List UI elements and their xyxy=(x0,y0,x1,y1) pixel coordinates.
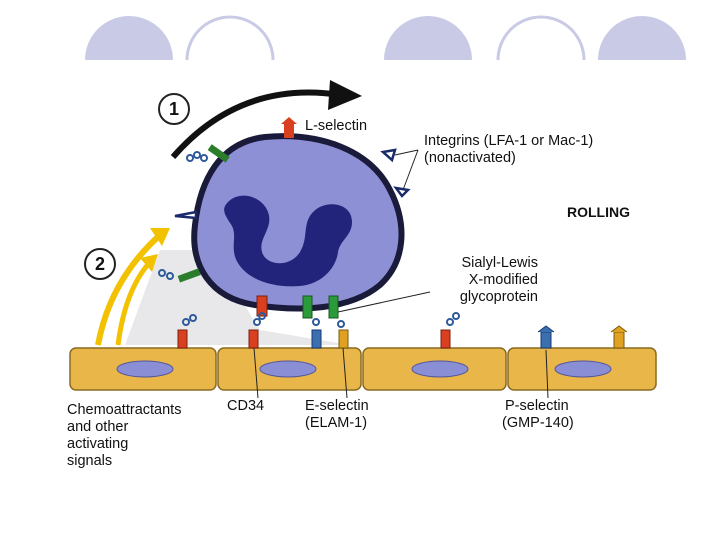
glycan-dot xyxy=(200,154,208,162)
step-number-1: 1 xyxy=(158,93,190,125)
p-selectin-label-line1: P-selectin xyxy=(505,398,569,414)
header-circle-4 xyxy=(496,15,586,60)
glycan-dot xyxy=(186,154,194,162)
integrin-group xyxy=(158,144,411,283)
endothelial-nucleus xyxy=(411,360,469,378)
leukocyte xyxy=(191,133,405,312)
leukocyte-nucleus xyxy=(224,195,352,287)
glycan-dot xyxy=(166,272,174,280)
header-circle-5 xyxy=(598,16,686,60)
l-selectin-bottom xyxy=(256,295,268,317)
callout-lines xyxy=(253,149,549,399)
cd34-molecule xyxy=(248,329,259,349)
endothelial-nucleus xyxy=(116,360,174,378)
endothelium xyxy=(69,347,657,391)
header-circle-1 xyxy=(85,16,173,60)
e-selectin-yellow xyxy=(338,329,349,349)
chemoattractants-label-line4: signals xyxy=(67,453,113,469)
chemoattractants-label-line1: Chemoattractants xyxy=(67,402,182,418)
sialyl-label-line3: glycoprotein xyxy=(459,289,538,305)
step-number-2: 2 xyxy=(84,248,116,280)
glycan-dot xyxy=(193,151,201,159)
cd34-label: CD34 xyxy=(227,398,265,414)
header-circle-3 xyxy=(384,16,472,60)
e-selectin-blue xyxy=(311,329,322,349)
sialyl-label-line2: X-modified xyxy=(468,272,538,288)
p-selectin-blue xyxy=(537,325,555,349)
e-selectin-label-line2: (ELAM-1) xyxy=(305,415,368,431)
endothelial-glycans xyxy=(182,312,460,328)
integrins-label-line2: (nonactivated) xyxy=(424,150,516,166)
chemoattractants-label-line3: activating xyxy=(67,436,129,452)
p-selectin-label-line2: (GMP-140) xyxy=(502,415,574,431)
integrin-nonactivated xyxy=(174,210,198,220)
chemoattractant-arrows xyxy=(95,228,170,346)
rotation-arrowhead xyxy=(328,80,362,110)
chemoattractants-label-line2: and other xyxy=(67,419,129,435)
endothelial-nucleus xyxy=(554,360,612,378)
integrin-stalk xyxy=(177,268,201,283)
endothelial-nucleus xyxy=(259,360,317,378)
glycan-dot xyxy=(158,269,166,277)
l-selectin-top xyxy=(281,117,297,138)
cd34-molecule xyxy=(440,329,451,349)
l-selectin-label: L-selectin xyxy=(305,118,368,134)
header-circle-2 xyxy=(185,15,275,60)
rolling-label: ROLLING xyxy=(567,204,630,220)
cd34-molecule xyxy=(177,329,188,349)
integrin-stalk xyxy=(207,144,230,163)
integrins-label-line1: Integrins (LFA-1 or Mac-1) xyxy=(424,133,594,149)
sialyl-glycoprotein xyxy=(302,295,313,319)
e-selectin-label-line1: E-selectin xyxy=(305,398,369,414)
slide-header-decoration xyxy=(85,15,686,60)
rotation-arrow xyxy=(170,89,341,159)
integrin-nonactivated xyxy=(380,148,397,163)
integrin-nonactivated xyxy=(393,186,411,198)
p-selectin-yellow xyxy=(610,325,628,349)
sialyl-glycoprotein xyxy=(328,295,339,319)
sialyl-label-line1: Sialyl-Lewis xyxy=(461,255,538,271)
